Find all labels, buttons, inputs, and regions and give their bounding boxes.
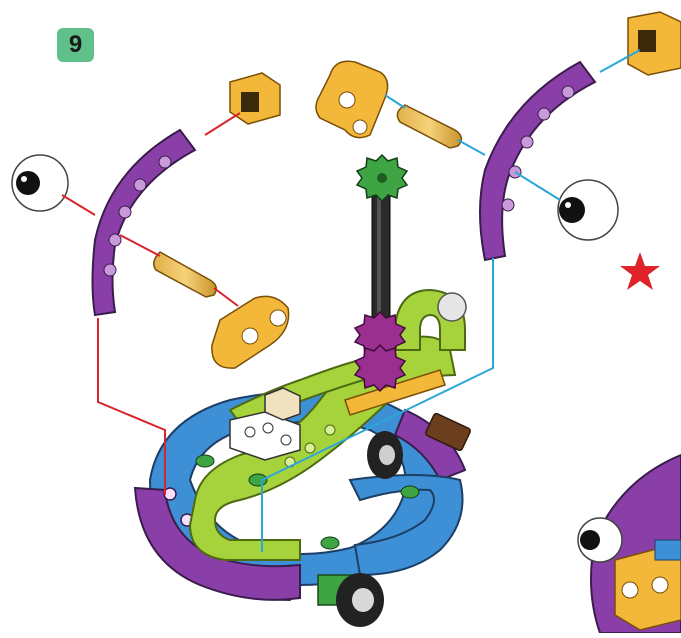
yellow-block-left [230, 73, 280, 124]
right-eye [558, 180, 618, 240]
yellow-rod-left [154, 252, 217, 297]
green-gear [357, 155, 407, 201]
next-step-preview [578, 455, 681, 633]
yellow-rod-top [397, 105, 461, 148]
yellow-block-right [628, 12, 681, 75]
yellow-connector-lower [212, 296, 289, 368]
yellow-connector-top [316, 61, 388, 137]
wheel-back [367, 431, 403, 479]
wheel-front [318, 573, 384, 627]
step-number-badge: 9 [57, 28, 94, 62]
left-eye [12, 155, 68, 211]
left-purple-arc [93, 130, 196, 315]
star-icon [620, 252, 660, 290]
